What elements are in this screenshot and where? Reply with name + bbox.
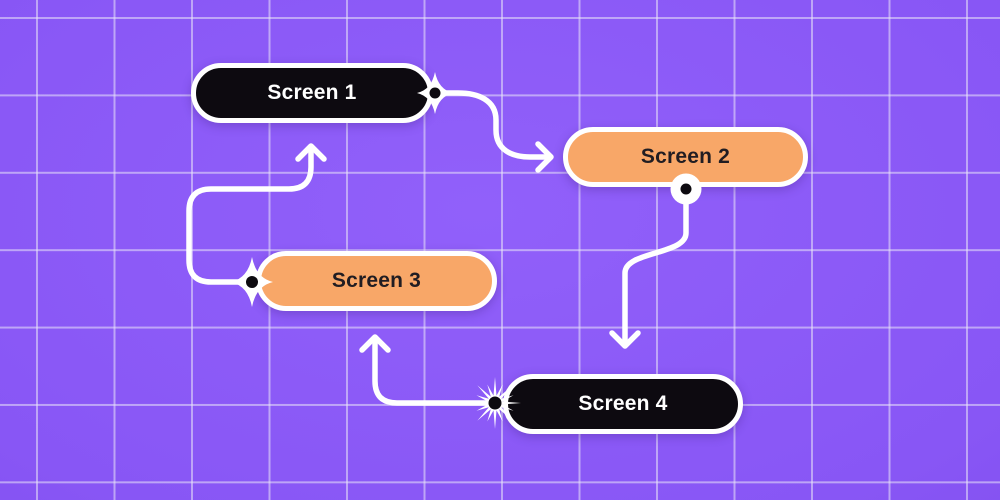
node-screen-1[interactable]: Screen 1 [191,63,433,123]
node-screen-3[interactable]: Screen 3 [256,251,497,311]
node-screen-4[interactable]: Screen 4 [503,374,743,434]
node-screen-3-label: Screen 3 [331,269,422,292]
node-screen-2[interactable]: Screen 2 [563,127,808,187]
node-screen-2-label: Screen 2 [640,145,731,168]
node-screen-1-label: Screen 1 [267,81,357,104]
node-screen-4-label: Screen 4 [578,392,668,415]
